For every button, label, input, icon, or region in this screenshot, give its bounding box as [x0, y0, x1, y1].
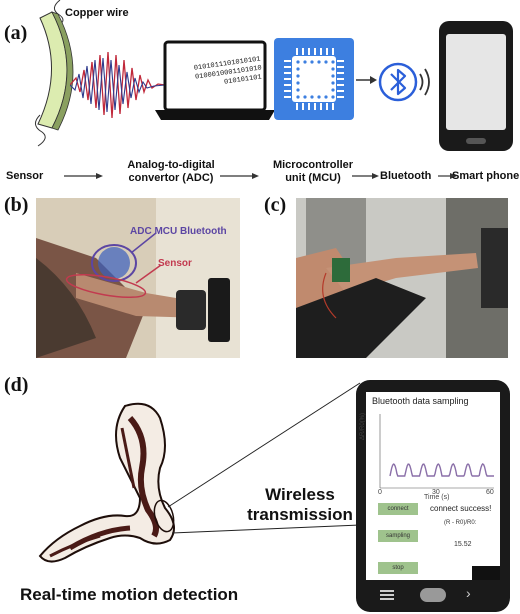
app-x-tick-30: 30 — [432, 489, 440, 496]
arrow-to-bluetooth — [356, 76, 377, 84]
home-button[interactable] — [420, 588, 446, 602]
value-text: 15.52 — [454, 541, 472, 548]
bluetooth-icon — [378, 62, 430, 102]
mcu-chip-icon — [274, 38, 354, 120]
photo-b — [36, 198, 240, 358]
smartphone-icon — [439, 21, 513, 151]
sampling-button[interactable]: sampling — [378, 530, 418, 542]
back-chevron-icon[interactable]: › — [466, 585, 471, 601]
photo-c — [296, 198, 508, 358]
wireless-label: Wireless transmission — [240, 485, 360, 525]
copper-wire-graphic — [35, 0, 74, 147]
flow-mcu: Microcontroller unit (MCU) — [258, 159, 368, 185]
panel-label-d: (d) — [4, 374, 29, 396]
wireless-line: Wireless — [265, 485, 335, 504]
panel-label-b: (b) — [4, 194, 29, 216]
laptop-adc-icon — [155, 40, 275, 120]
flow-arrow — [352, 173, 379, 179]
realtime-label: Real-time motion detection — [20, 585, 239, 604]
flow-arrow — [220, 173, 259, 179]
app-screen — [366, 392, 500, 580]
app-title: Bluetooth data sampling — [372, 396, 469, 406]
app-x-tick-60: 60 — [486, 489, 494, 496]
stop-button[interactable]: stop — [378, 562, 418, 574]
flow-smartphone: Smart phone — [452, 170, 520, 182]
flow-sensor: Sensor — [6, 170, 44, 182]
formula-text: (R - R0)/R0: — [444, 520, 477, 526]
analog-signal-wave — [70, 51, 165, 119]
connect-button[interactable]: connect — [378, 503, 418, 515]
panel-label-c: (c) — [264, 194, 287, 216]
flow-mcu-line: unit (MCU) — [285, 172, 341, 184]
flow-adc: Analog-to-digital convertor (ADC) — [112, 159, 230, 185]
flow-mcu-line: Microcontroller — [272, 159, 354, 171]
app-x-axis-label: Time (s) — [424, 494, 450, 501]
connection-lines — [167, 382, 361, 534]
app-signal-line — [389, 463, 494, 477]
photo-b-label-sensor: Sensor — [158, 258, 192, 269]
flow-adc-line: convertor (ADC) — [128, 172, 214, 184]
menu-icon[interactable] — [380, 590, 394, 600]
flow-arrow — [438, 173, 457, 179]
flow-arrow — [64, 173, 103, 179]
muscle-arm-illustration — [38, 402, 175, 563]
app-y-axis-label: ΔR/R0(%) — [360, 412, 366, 440]
flow-bluetooth: Bluetooth — [380, 170, 432, 182]
panel-label-a: (a) — [4, 22, 28, 44]
app-screen-corner — [472, 566, 500, 580]
app-x-tick-0: 0 — [378, 489, 382, 496]
photo-b-label-modules: ADC MCU Bluetooth — [130, 226, 227, 237]
wireless-line: transmission — [247, 505, 353, 524]
flow-adc-line: Analog-to-digital — [127, 159, 215, 171]
app-signal-chart — [379, 414, 494, 489]
connect-status: connect success! — [430, 504, 492, 513]
copper-wire-label: Copper wire — [65, 7, 129, 19]
